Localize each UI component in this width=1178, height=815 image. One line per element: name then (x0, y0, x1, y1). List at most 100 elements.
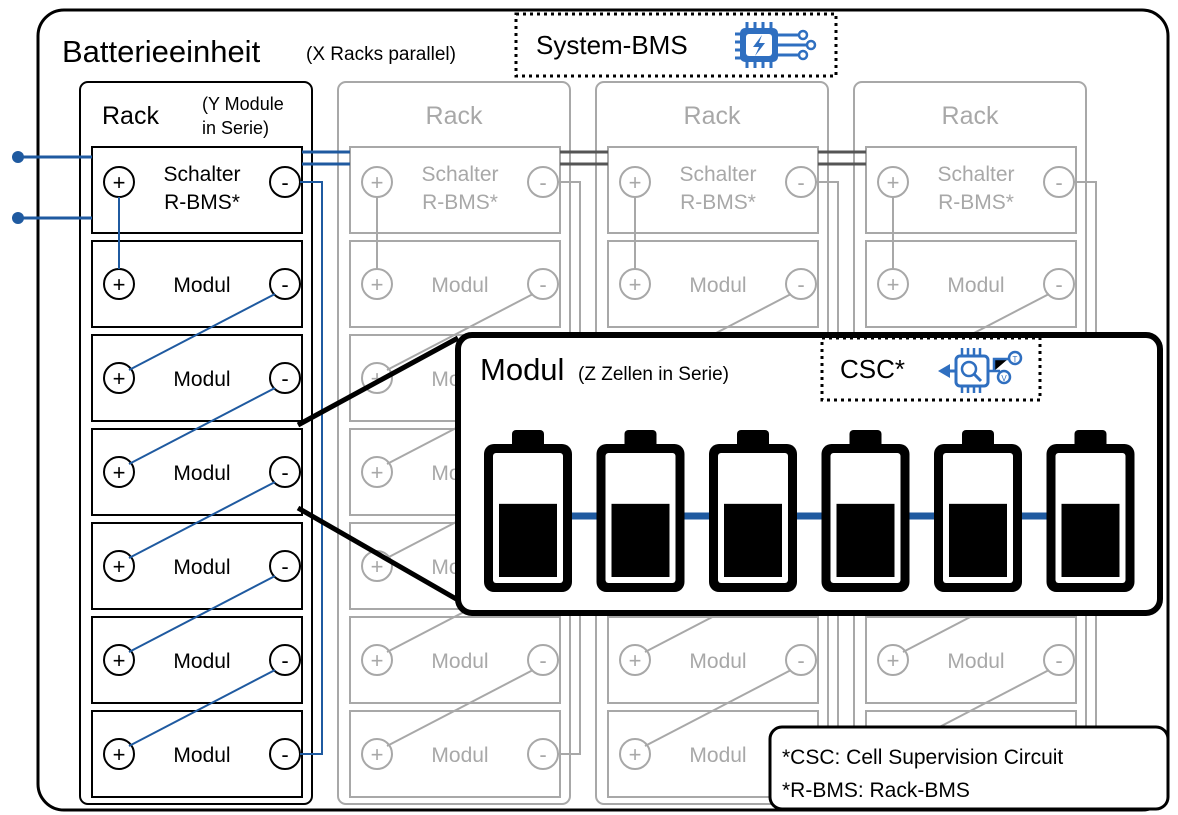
svg-text:V: V (1001, 374, 1007, 383)
module-box: +-Modul (91, 710, 303, 798)
rack-note: in Serie) (202, 118, 269, 138)
module-label: Modul (431, 274, 488, 297)
module-detail-title: Modul (480, 352, 564, 387)
module-box: +-Modul (91, 522, 303, 610)
rbms-label: R-BMS* (680, 191, 756, 214)
plus-sign: + (887, 170, 900, 195)
minus-sign: - (281, 170, 288, 195)
series-wire (128, 575, 276, 653)
minus-sign: - (281, 648, 288, 673)
plus-terminal-icon (619, 738, 651, 770)
cell-charge-level (949, 503, 1007, 577)
cells-layer (484, 430, 1135, 592)
module-label: Modul (689, 744, 746, 767)
rack-title: Rack (102, 102, 159, 130)
cell-charge-level (499, 503, 557, 577)
module-detail-panel: Modul (Z Zellen in Serie) CSC* V T (455, 332, 1163, 616)
plus-terminal-icon (103, 644, 135, 676)
minus-sign: - (1055, 272, 1062, 297)
plus-terminal-icon (619, 644, 651, 676)
module-label: Modul (173, 274, 230, 297)
module-box: +-Modul (349, 240, 561, 328)
terminal-dot-icon (12, 151, 24, 163)
rbms-label: R-BMS* (938, 191, 1014, 214)
plus-terminal-icon (361, 456, 393, 488)
plus-sign: + (371, 460, 384, 485)
series-wire (128, 669, 276, 747)
minus-sign: - (281, 460, 288, 485)
module-box: +-Modul (349, 710, 561, 798)
module-detail-subtitle: (Z Zellen in Serie) (578, 364, 729, 385)
series-wire (128, 481, 276, 559)
minus-terminal-icon (269, 550, 301, 582)
module-box: +-Modul (91, 334, 303, 422)
plus-sign: + (113, 648, 126, 673)
minus-terminal-icon (527, 644, 559, 676)
rack-title: Rack (684, 102, 741, 130)
legend-box: *CSC: Cell Supervision Circuit *R-BMS: R… (768, 725, 1170, 811)
unit-title: Batterieeinheit (62, 34, 261, 69)
module-label: Modul (431, 650, 488, 673)
module-label: Modul (431, 744, 488, 767)
module-box: +-Modul (607, 240, 819, 328)
zoom-line-bottom (296, 505, 460, 603)
series-wire (128, 293, 276, 371)
series-wire (386, 293, 534, 371)
switch-label: Schalter (163, 163, 240, 186)
switch-label: Schalter (937, 163, 1014, 186)
minus-sign: - (797, 272, 804, 297)
plus-sign: + (629, 170, 642, 195)
plus-sign: + (629, 742, 642, 767)
module-box: +-Modul (91, 240, 303, 328)
cell-charge-level (611, 503, 670, 577)
minus-terminal-icon (527, 268, 559, 300)
csc-box (820, 336, 1042, 402)
module-box: + - Modul (865, 240, 1077, 328)
minus-sign: - (1055, 170, 1062, 195)
minus-terminal-icon (269, 456, 301, 488)
cell-charge-level (724, 503, 782, 577)
minus-sign: - (539, 170, 546, 195)
plus-sign: + (113, 272, 126, 297)
battery-cell-icon (1046, 430, 1135, 592)
module-label: Modul (947, 650, 1004, 673)
switch-label: Schalter (679, 163, 756, 186)
plus-sign: + (371, 648, 384, 673)
plus-terminal-icon (361, 738, 393, 770)
battery-cell-icon (934, 430, 1022, 592)
csc-label: CSC* (840, 354, 905, 384)
minus-terminal-icon (269, 362, 301, 394)
plus-sign: + (113, 742, 126, 767)
module-box: +-Modul (865, 616, 1077, 704)
minus-terminal-icon (785, 268, 817, 300)
minus-sign: - (1055, 648, 1062, 673)
switch-label: Schalter (421, 163, 498, 186)
csc-sensor-icon: V T (938, 348, 1023, 393)
rbms-label: R-BMS* (164, 191, 240, 214)
system-bms-label: System-BMS (536, 30, 688, 60)
parallel-busbars (12, 150, 866, 224)
minus-terminal-icon (1043, 268, 1075, 300)
minus-sign: - (539, 742, 546, 767)
cell-charge-level (836, 503, 895, 577)
return-wire (300, 181, 323, 755)
plus-sign: + (629, 272, 642, 297)
plus-terminal-icon (877, 644, 909, 676)
module-label: Modul (947, 274, 1004, 297)
legend-rbms: *R-BMS: Rack-BMS (782, 779, 970, 802)
battery-cell-icon (821, 430, 910, 592)
minus-terminal-icon (269, 268, 301, 300)
module-label: Modul (689, 650, 746, 673)
plus-sign: + (887, 272, 900, 297)
minus-terminal-icon (785, 644, 817, 676)
svg-text:T: T (1013, 355, 1018, 364)
rack-2: Rack+-SchalterR-BMS*+-Modul+-Modul+-Modu… (337, 81, 581, 805)
minus-sign: - (281, 366, 288, 391)
module-label: Modul (173, 462, 230, 485)
wires-layer (12, 150, 866, 224)
